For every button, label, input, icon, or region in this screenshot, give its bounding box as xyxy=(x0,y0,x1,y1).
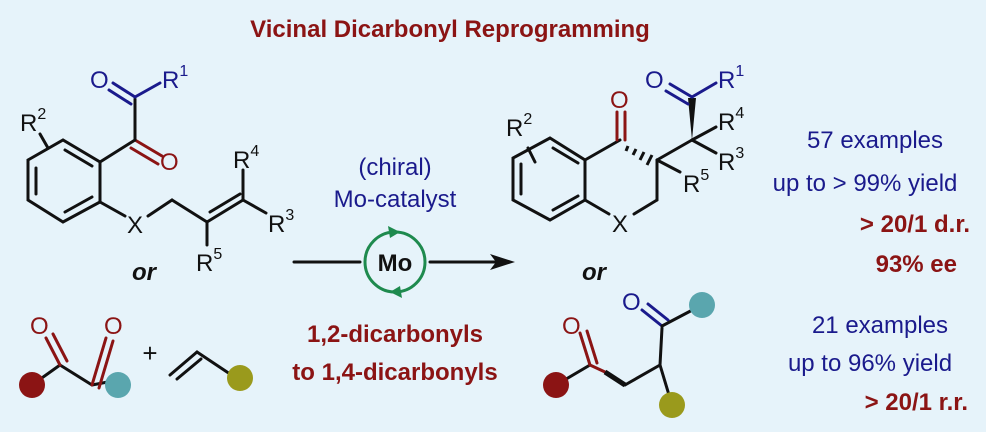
generic-diketone: O O xyxy=(19,313,131,398)
ee-value: 93% ee xyxy=(876,251,957,278)
o-label: O xyxy=(645,67,664,94)
reaction-arrow xyxy=(292,254,515,270)
yield-top: up to > 99% yield xyxy=(773,170,958,197)
or-label: or xyxy=(582,259,608,286)
o-label: O xyxy=(610,87,629,114)
examples-count-top: 57 examples xyxy=(807,127,943,154)
r2-label: R2 xyxy=(20,106,46,137)
x-label: X xyxy=(127,212,143,239)
substrate-structure: O R1 O R2 X R4 R3 R5 xyxy=(20,63,294,277)
x-label: X xyxy=(612,211,628,238)
product-structure: O O R1 R4 R3 R5 R2 X xyxy=(506,63,744,238)
mo-label: Mo xyxy=(378,250,413,277)
svg-text:O: O xyxy=(104,313,123,340)
conditions-line2: Mo-catalyst xyxy=(334,186,457,213)
dr-value: > 20/1 d.r. xyxy=(860,211,970,238)
or-label: or xyxy=(132,259,158,286)
title: Vicinal Dicarbonyl Reprogramming xyxy=(250,16,650,43)
r3-label: R3 xyxy=(268,207,294,238)
r4-label: R4 xyxy=(233,143,259,174)
svg-text:O: O xyxy=(562,313,581,340)
r5-label: R5 xyxy=(196,246,222,277)
rr-value: > 20/1 r.r. xyxy=(865,389,968,416)
generic-alkene xyxy=(168,350,253,391)
r3-label: R3 xyxy=(718,145,744,176)
r1-label: R1 xyxy=(718,63,744,94)
r2-label: R2 xyxy=(506,111,532,142)
o-label: O xyxy=(160,149,179,176)
transformation-line1: 1,2-dicarbonyls xyxy=(307,321,483,348)
r4-label: R4 xyxy=(718,105,744,136)
svg-text:O: O xyxy=(622,289,641,316)
generic-1-4-dicarbonyl: O O xyxy=(543,289,715,418)
yield-bottom: up to 96% yield xyxy=(788,350,952,377)
plus-sign: + xyxy=(142,338,157,368)
svg-text:O: O xyxy=(30,313,49,340)
r1-label: R1 xyxy=(162,63,188,94)
r5-label: R5 xyxy=(683,167,709,198)
examples-count-bottom: 21 examples xyxy=(812,312,948,339)
o-label: O xyxy=(90,67,109,94)
transformation-line2: to 1,4-dicarbonyls xyxy=(292,359,497,386)
catalytic-cycle-icon: Mo xyxy=(363,226,427,298)
conditions-line1: (chiral) xyxy=(358,154,431,181)
